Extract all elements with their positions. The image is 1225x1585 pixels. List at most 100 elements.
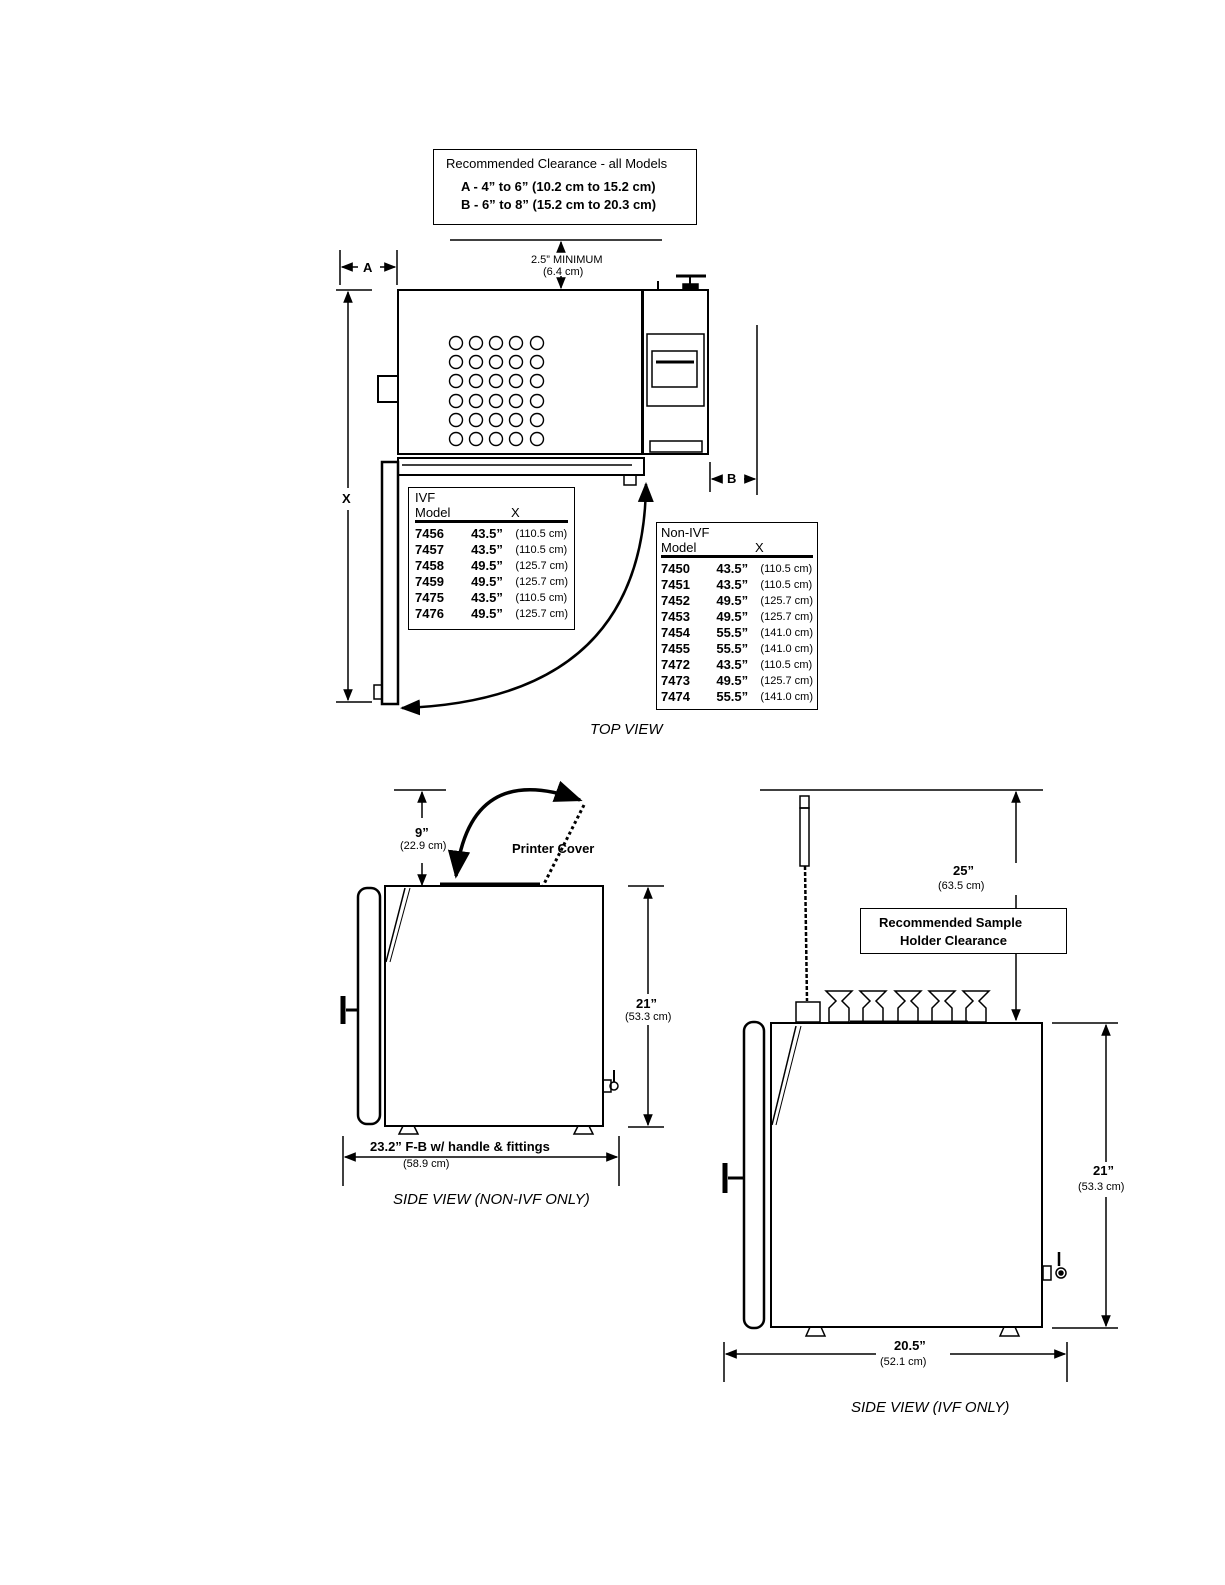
top-fitting-base [682, 283, 699, 291]
ivf-table-title: IVF [415, 490, 436, 505]
ivf-height-dim: 21” [1093, 1163, 1114, 1178]
sample-holder-chain [803, 865, 809, 1002]
ivf-col-x: X [511, 505, 520, 520]
vent-circle [529, 431, 545, 447]
model-cell: 7472 [661, 657, 690, 672]
x-cell: 55.5” [716, 641, 749, 656]
cm-cell: (110.5 cm) [515, 544, 568, 556]
vent-circle [448, 431, 464, 447]
vent-circle [448, 412, 464, 428]
door-panel-left [380, 460, 400, 706]
nonivf-height-dim-cm: (53.3 cm) [625, 1011, 672, 1023]
vent-circle [488, 373, 504, 389]
nonivf-caption: SIDE VIEW (NON-IVF ONLY) [393, 1191, 590, 1208]
cm-cell: (110.5 cm) [515, 592, 568, 604]
vent-circle [468, 431, 484, 447]
side-fitting [1042, 1265, 1052, 1281]
side-fitting-knob [1055, 1267, 1067, 1279]
foot-left [804, 1326, 827, 1337]
side-fitting-knob-center [1058, 1270, 1064, 1276]
model-cell: 7457 [415, 542, 444, 557]
cm-cell: (125.7 cm) [760, 611, 813, 623]
x-cell: 43.5” [716, 561, 749, 576]
table-row: 7452 49.5” (125.7 cm) [661, 593, 813, 609]
cabinet-side [384, 885, 604, 1127]
door-side [356, 886, 382, 1126]
min-clearance-label: 2.5” MINIMUM [531, 254, 603, 266]
clearance-title: Recommended Clearance - all Models [446, 156, 668, 171]
dim-x-label: X [342, 491, 351, 506]
model-cell: 7458 [415, 558, 444, 573]
foot-left [397, 1125, 420, 1135]
x-cell: 49.5” [471, 558, 503, 573]
non-ivf-table-title: Non-IVF [661, 525, 710, 540]
vent-circle [448, 354, 464, 370]
x-cell: 49.5” [716, 673, 749, 688]
vent-circle [529, 412, 545, 428]
vent-circle [529, 373, 545, 389]
table-row: 7459 49.5” (125.7 cm) [415, 574, 568, 590]
vent-circle [468, 393, 484, 409]
port-base [795, 1001, 821, 1023]
port-1 [824, 990, 854, 1023]
cm-cell: (125.7 cm) [760, 595, 813, 607]
cm-cell: (141.0 cm) [760, 643, 813, 655]
port-3 [893, 990, 923, 1023]
cm-cell: (141.0 cm) [760, 627, 813, 639]
side-view-ivf [722, 789, 1118, 1382]
vent-circle [508, 354, 524, 370]
cm-cell: (125.7 cm) [515, 560, 568, 572]
model-cell: 7451 [661, 577, 690, 592]
vent-grid [448, 335, 545, 447]
door-side [742, 1020, 766, 1330]
x-cell: 55.5” [716, 625, 749, 640]
door-fitting [623, 474, 637, 486]
ivf-caption: SIDE VIEW (IVF ONLY) [851, 1399, 1010, 1416]
printer-drawer [649, 440, 703, 453]
vent-circle [468, 354, 484, 370]
port-4 [927, 990, 957, 1023]
printer-window [651, 350, 698, 388]
port-5 [961, 990, 991, 1023]
side-view-non-ivf [340, 780, 664, 1186]
cabinet-side [770, 1022, 1043, 1328]
sample-box-line2: Holder Clearance [900, 933, 1007, 948]
cm-cell: (125.7 cm) [515, 576, 568, 588]
vent-circle [529, 354, 545, 370]
vent-circle [488, 412, 504, 428]
printer-cover-label: Printer Cover [512, 841, 595, 856]
non-ivf-table-header: Model X [661, 540, 813, 558]
vent-circle [488, 431, 504, 447]
non-ivf-col-x: X [755, 540, 764, 555]
clearance-line-b: B - 6” to 8” (15.2 cm to 20.3 cm) [461, 197, 657, 212]
vent-circle [508, 335, 524, 351]
model-cell: 7475 [415, 590, 444, 605]
vent-circle [508, 431, 524, 447]
vent-circle [448, 335, 464, 351]
ivf-top-dim: 25” [953, 863, 974, 878]
nonivf-height-dim: 21” [636, 996, 657, 1011]
ivf-col-model: Model [415, 505, 451, 520]
model-cell: 7452 [661, 593, 690, 608]
vent-circle [488, 335, 504, 351]
x-cell: 49.5” [471, 574, 503, 589]
x-cell: 49.5” [716, 593, 749, 608]
cabinet-diagonal [385, 887, 406, 963]
nonivf-top-dim: 9” [415, 825, 429, 840]
sample-holder-rod [799, 807, 810, 867]
model-cell: 7459 [415, 574, 444, 589]
sample-box-line1: Recommended Sample [879, 915, 1023, 930]
dim-b-label: B [727, 471, 737, 486]
